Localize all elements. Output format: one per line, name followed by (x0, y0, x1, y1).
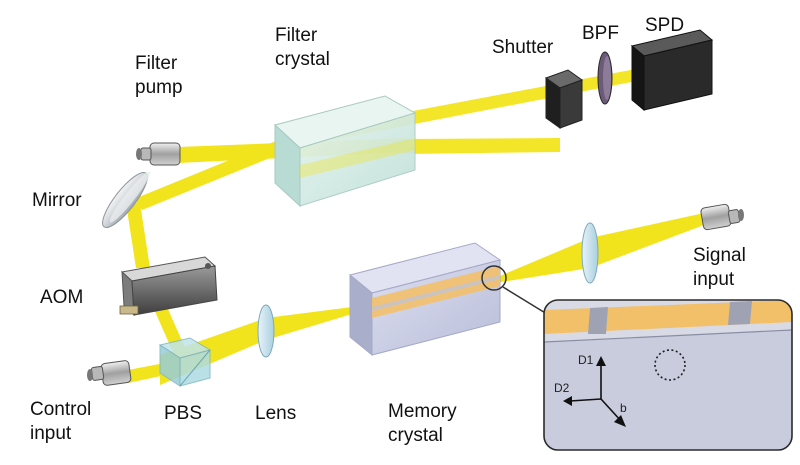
label-filter-crystal-line2: crystal (275, 49, 330, 70)
memory-to-signal-lens-beam (495, 238, 590, 283)
label-filter-pump-line2: pump (135, 77, 183, 98)
label-filter-pump-line1: Filter (135, 53, 178, 74)
beam-spot-dashed (654, 349, 686, 381)
shutter (544, 69, 584, 129)
label-mirror: Mirror (32, 190, 82, 211)
signal-input-beam (590, 213, 704, 268)
crystal-axes (563, 356, 626, 427)
pbs-cube (158, 337, 212, 387)
label-control-input-line2: input (30, 423, 72, 444)
lens-right (581, 222, 599, 284)
label-control-input-line1: Control (30, 399, 92, 420)
control-input-coupler (87, 360, 132, 386)
label-signal-input-line1: Signal (693, 245, 746, 266)
label-shutter: Shutter (492, 37, 554, 58)
label-memory-crystal: Memory crystal (388, 400, 457, 448)
mirror (102, 171, 151, 228)
label-control-input: Control input (30, 398, 91, 446)
label-memory-crystal-line1: Memory (388, 401, 457, 422)
aom-to-pbs-beam (150, 300, 186, 350)
label-aom: AOM (40, 287, 84, 308)
axis-label-b: b (620, 401, 627, 415)
label-filter-crystal: Filter crystal (275, 24, 330, 72)
signal-input-coupler (700, 203, 744, 231)
lens-left (257, 304, 275, 358)
mirror-to-filter-beam (134, 141, 282, 210)
bpf-filter (597, 51, 613, 105)
filter-crystal-block (273, 95, 417, 208)
label-pbs: PBS (164, 403, 203, 424)
label-lens: Lens (255, 403, 297, 424)
filter-pump-coupler (136, 142, 181, 166)
inset-zoom-panel: D1 D2 b (543, 299, 793, 451)
mirror-to-aom-beam (126, 203, 150, 268)
aom-device (119, 256, 218, 317)
memory-crystal-block (348, 242, 502, 357)
label-filter-pump: Filter pump (135, 52, 183, 100)
filter-transmitted-beam (405, 138, 560, 154)
label-bpf: BPF (582, 23, 619, 44)
axis-label-d2: D2 (554, 381, 570, 395)
label-spd: SPD (645, 15, 685, 36)
axis-label-d1: D1 (578, 353, 594, 367)
label-filter-crystal-line1: Filter (275, 25, 318, 46)
lens-to-memory-beam (266, 307, 352, 340)
label-memory-crystal-line2: crystal (388, 425, 443, 446)
label-signal-input: Signal input (693, 244, 746, 292)
spd-detector (630, 29, 714, 112)
label-signal-input-line2: input (693, 269, 735, 290)
